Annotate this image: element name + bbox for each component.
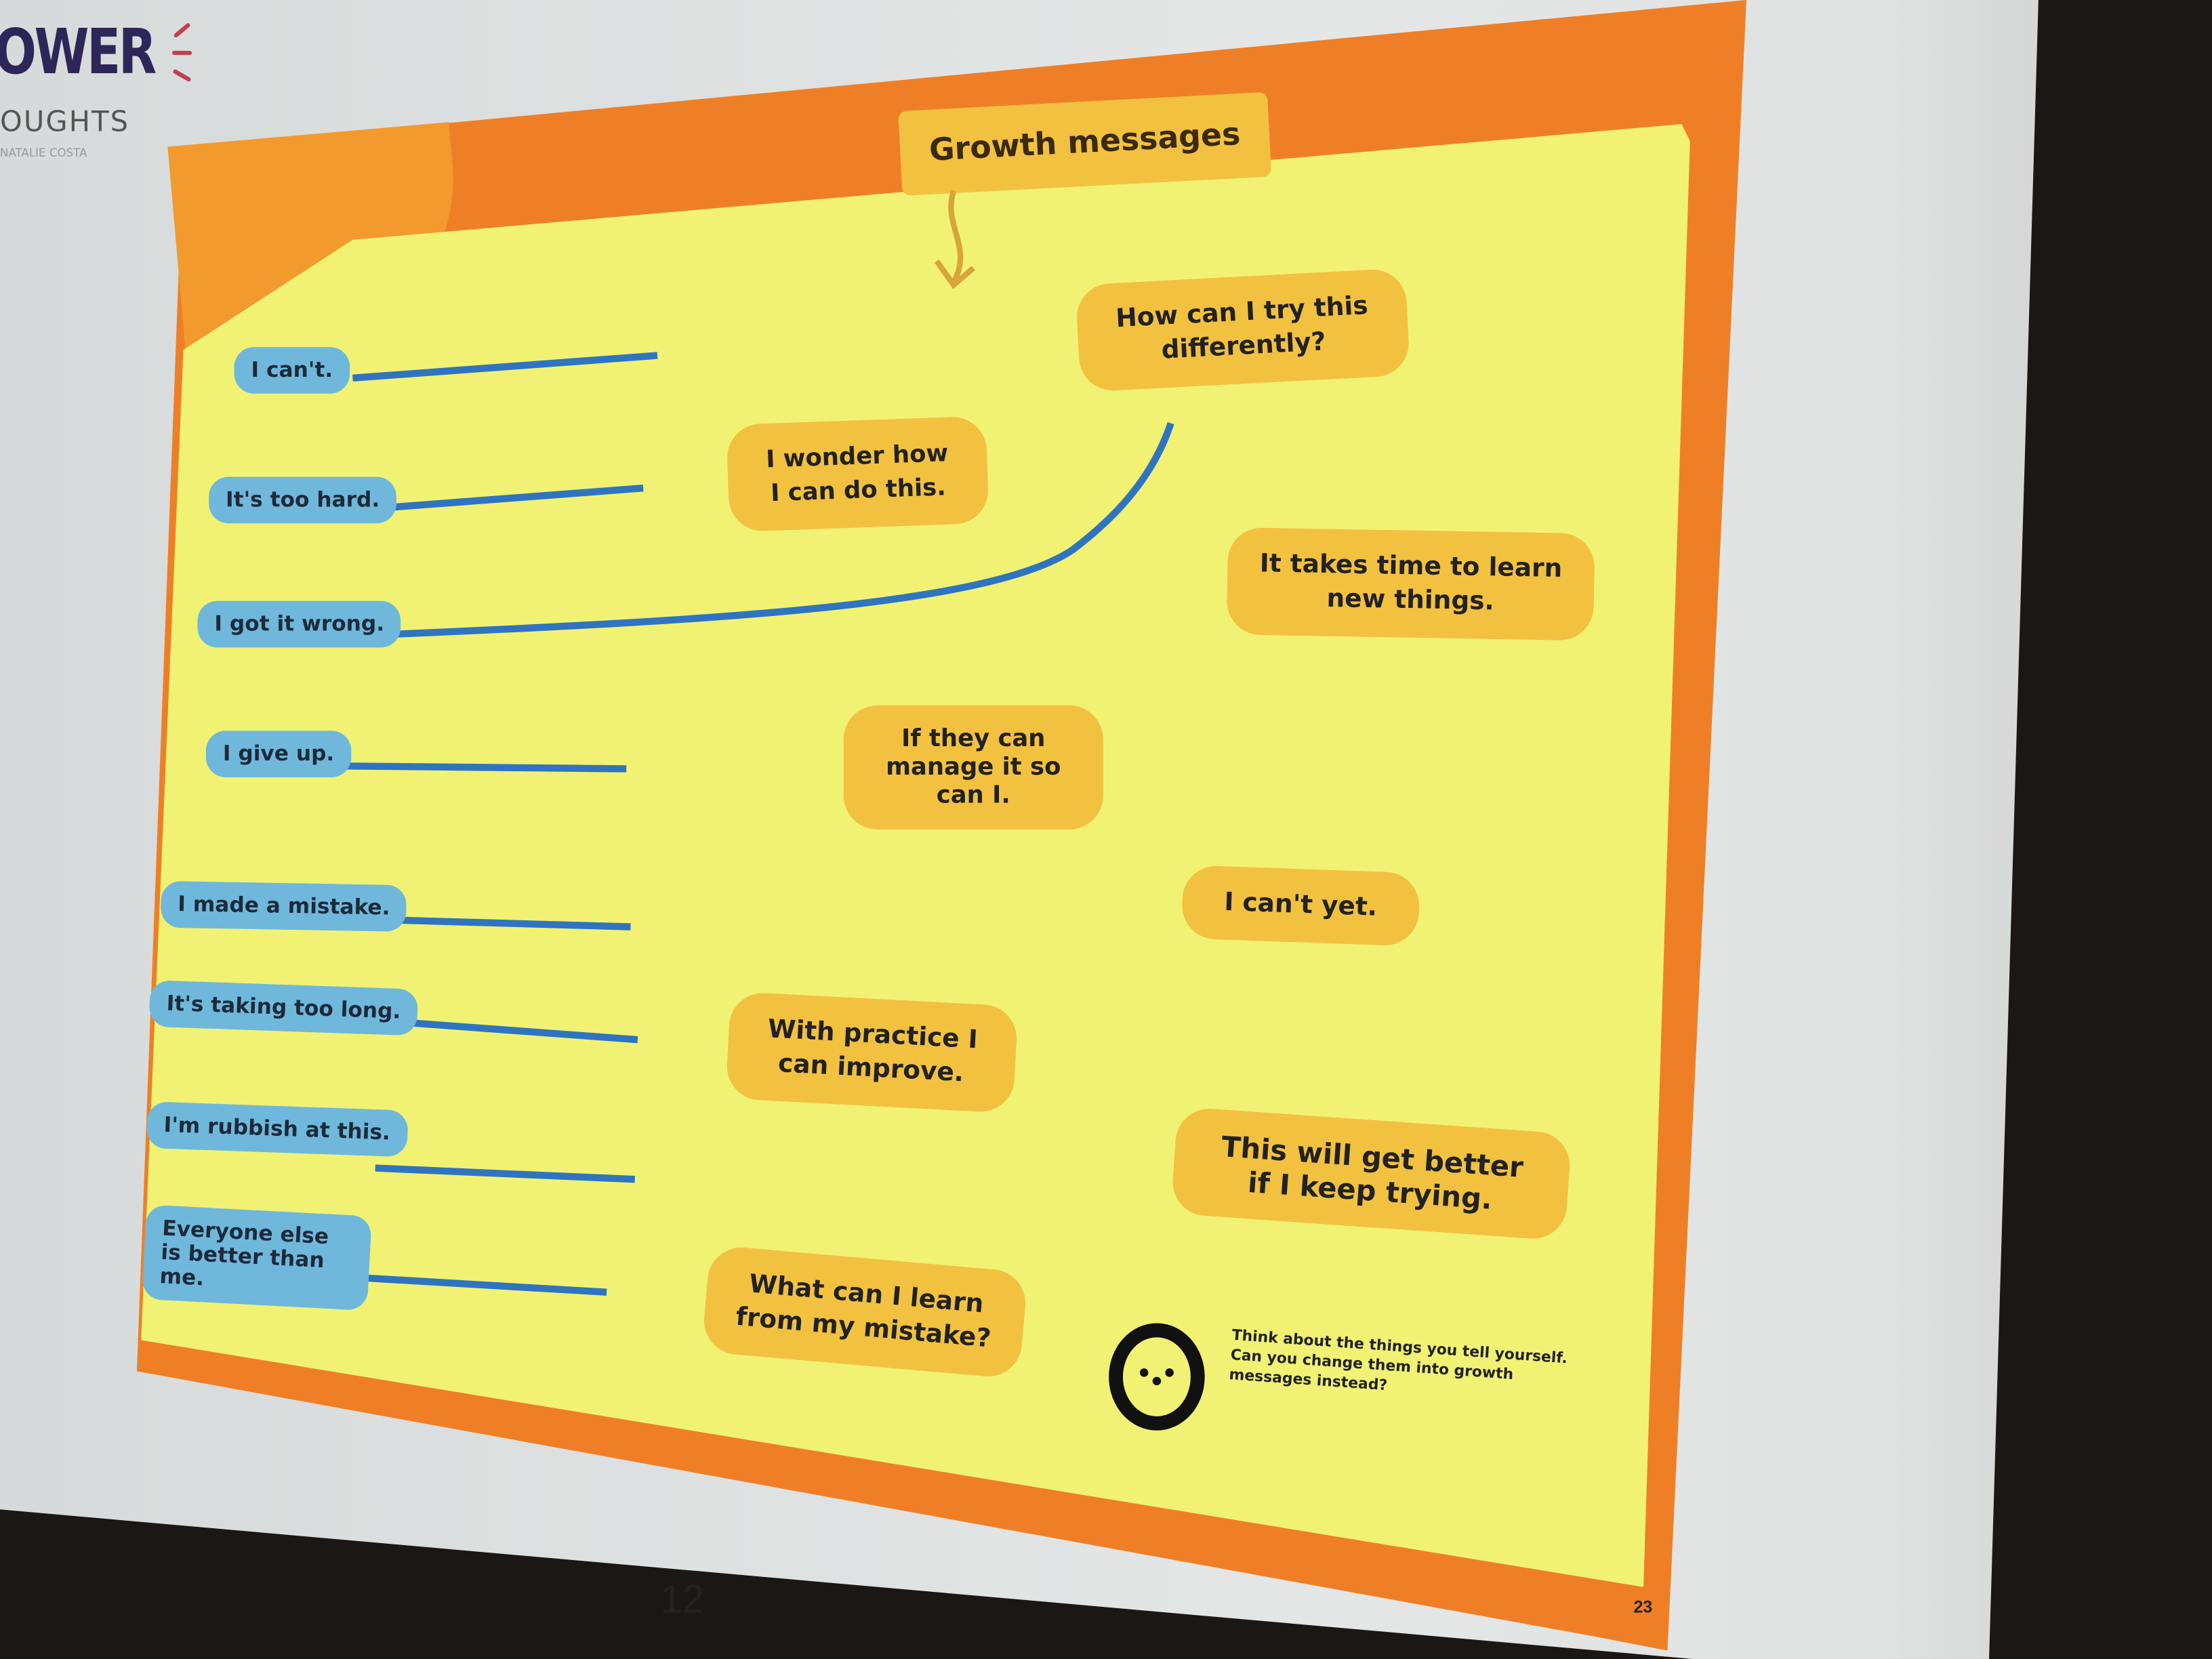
fixed-message: Everyone else is better than me. bbox=[141, 1204, 372, 1311]
logo-title: OWER bbox=[0, 16, 157, 89]
arrow-icon bbox=[934, 189, 976, 289]
line-5 bbox=[384, 916, 631, 930]
fixed-message: I made a mistake. bbox=[160, 880, 408, 932]
line-4 bbox=[344, 762, 627, 773]
growth-message: I can't yet. bbox=[1181, 865, 1420, 947]
viewer-page-number: 12 bbox=[660, 1577, 705, 1621]
growth-message: If they can manage it so can I. bbox=[843, 705, 1103, 830]
line-6 bbox=[389, 1017, 638, 1044]
line-2 bbox=[383, 485, 644, 512]
smiley-face-icon bbox=[1109, 1323, 1205, 1431]
logo-author: NATALIE COSTA bbox=[0, 146, 87, 160]
slide-page-number: 23 bbox=[1633, 1597, 1653, 1617]
growth-message: I wonder how I can do this. bbox=[726, 415, 989, 533]
line-7 bbox=[375, 1164, 635, 1183]
fixed-message: It's too hard. bbox=[209, 476, 397, 524]
logo-subtitle: OUGHTS bbox=[0, 104, 130, 138]
line-8 bbox=[366, 1274, 607, 1296]
fixed-message: I give up. bbox=[205, 731, 352, 777]
fixed-message: I'm rubbish at this. bbox=[146, 1101, 409, 1158]
logo-rays-icon bbox=[171, 22, 194, 85]
fixed-message: I got it wrong. bbox=[197, 600, 402, 648]
line-1 bbox=[352, 352, 658, 382]
fixed-message: It's taking too long. bbox=[148, 980, 419, 1036]
growth-message: With practice I can improve. bbox=[725, 991, 1019, 1113]
fixed-message: I can't. bbox=[234, 347, 350, 394]
growth-message: How can I try this differently? bbox=[1075, 268, 1411, 392]
line-3 bbox=[380, 422, 1174, 638]
growth-message: It takes time to learn new things. bbox=[1226, 527, 1595, 641]
